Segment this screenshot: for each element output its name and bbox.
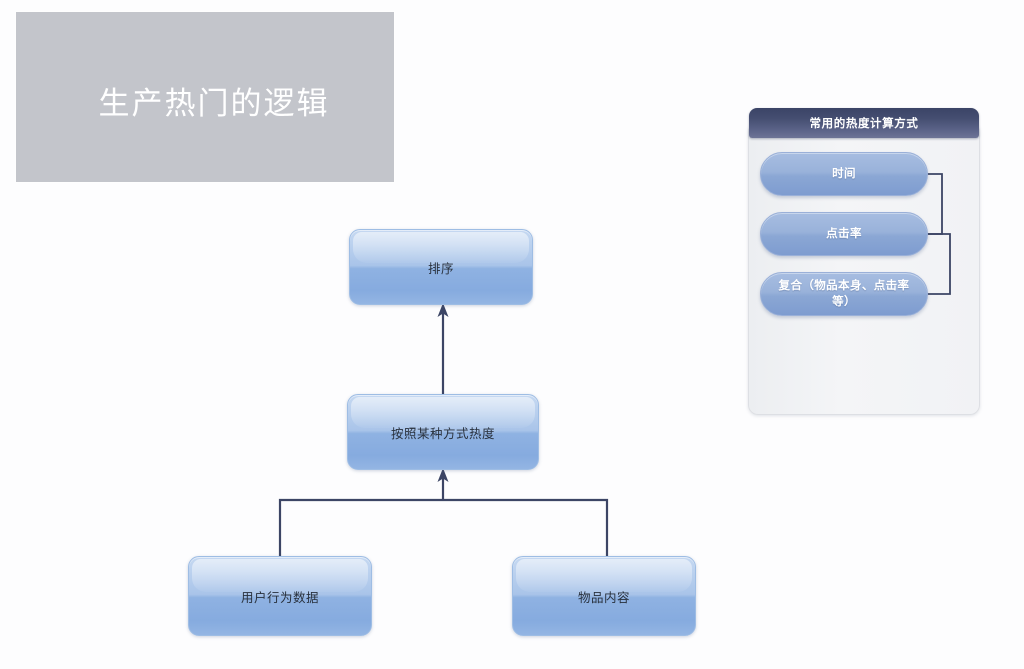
flow-node-sort-label: 排序 [427, 261, 454, 276]
title-banner: 生产热门的逻辑 [16, 12, 394, 182]
calc-item-time[interactable]: 时间 [760, 152, 928, 196]
edge-bottom-bracket [278, 498, 609, 556]
calc-item-compound-label: 复合（物品本身、点击率等） [778, 280, 910, 308]
page-title: 生产热门的逻辑 [98, 86, 330, 121]
flow-node-sort[interactable]: 排序 [349, 229, 533, 305]
flow-node-user-behavior-data-label: 用户行为数据 [240, 590, 319, 605]
flow-node-user-behavior-data[interactable]: 用户行为数据 [188, 556, 372, 636]
calc-item-ctr-label: 点击率 [826, 228, 862, 240]
calc-item-time-label: 时间 [832, 168, 856, 180]
flow-node-heat[interactable]: 按照某种方式热度 [347, 394, 539, 470]
flow-node-item-content-label: 物品内容 [577, 590, 630, 605]
calc-item-compound[interactable]: 复合（物品本身、点击率等） [760, 272, 928, 316]
flowchart: 排序 按照某种方式热度 用户行为数据 物品内容 [188, 229, 696, 636]
heat-calculation-panel: 常用的热度计算方式 时间 点击率 复合（物品本身、点击率等） [748, 108, 980, 415]
flow-node-item-content[interactable]: 物品内容 [512, 556, 696, 636]
heat-calculation-panel-header: 常用的热度计算方式 [749, 108, 979, 138]
arrowhead-heat-to-sort [437, 303, 449, 317]
arrowhead-bracket-to-heat [437, 468, 449, 482]
flow-node-heat-label: 按照某种方式热度 [390, 426, 495, 441]
calc-item-ctr[interactable]: 点击率 [760, 212, 928, 256]
